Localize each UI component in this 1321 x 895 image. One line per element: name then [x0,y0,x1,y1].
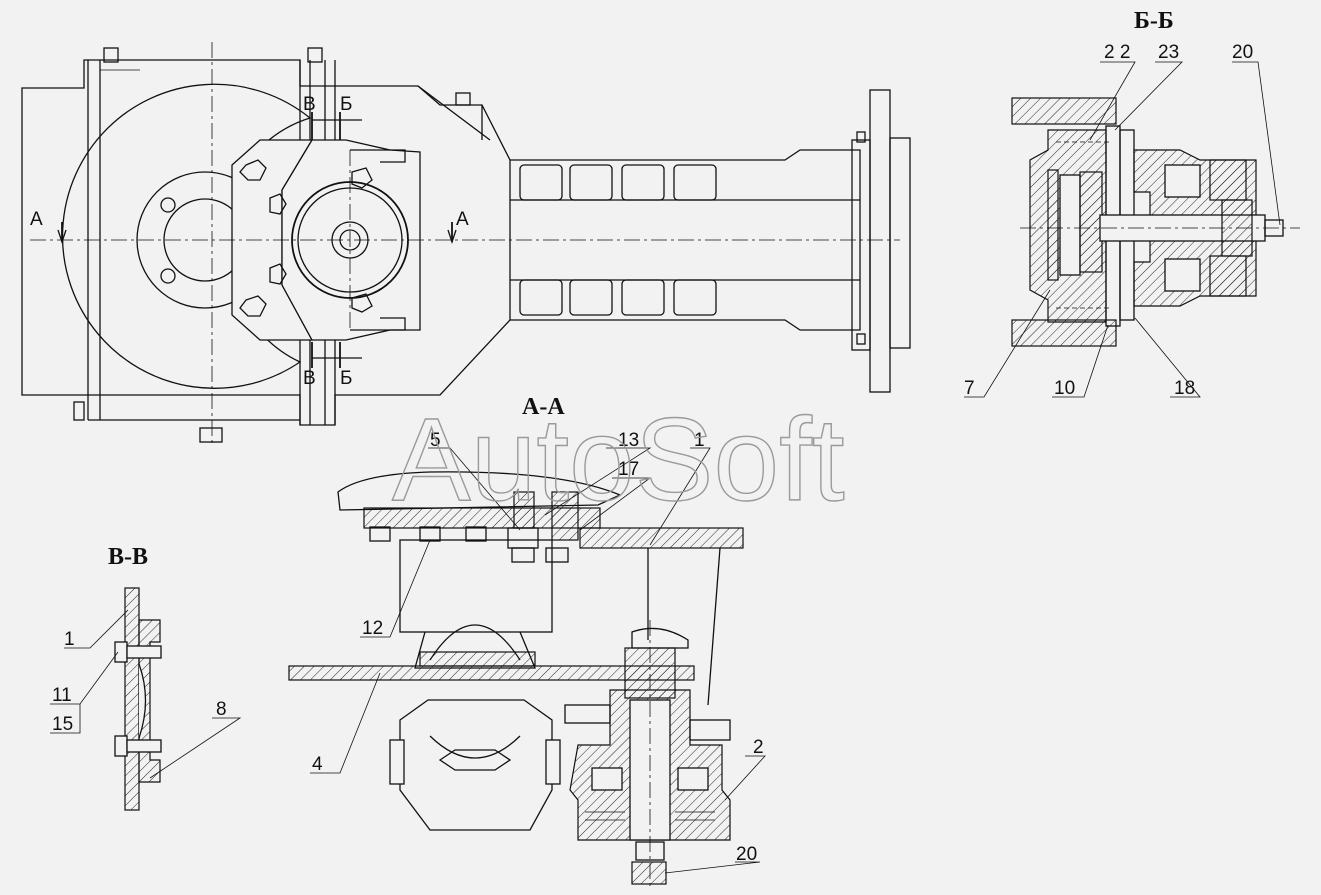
callout-vv-11: 11 [52,685,72,706]
callout-aa-2: 2 [753,737,764,758]
section-title-a: А-А [522,394,565,420]
section-bb-view [1011,97,1300,347]
callout-aa-4: 4 [312,754,323,775]
callout-aa-13: 13 [618,430,639,451]
callout-bb-10: 10 [1054,378,1075,399]
callout-vv-8: 8 [216,699,227,720]
callout-bb-20: 20 [1232,42,1253,63]
cut-mark-b-bottom: Б [340,368,352,389]
callout-aa-17: 17 [618,459,639,480]
callout-aa-20: 20 [736,844,757,865]
section-title-v: В-В [108,544,148,570]
section-title-b: Б-Б [1134,8,1174,34]
cut-mark-a-right: А [456,209,469,230]
callout-aa-1: 1 [694,430,705,451]
section-aa-view [288,471,744,890]
callout-bb-23: 23 [1158,42,1179,63]
callout-vv-15: 15 [52,714,73,735]
cut-mark-a-left: А [30,209,43,230]
callout-aa-12: 12 [362,618,383,639]
section-vv-view [114,587,162,811]
main-view [21,42,911,445]
callout-bb-7: 7 [964,378,975,399]
callout-vv-1: 1 [64,629,75,650]
cut-mark-b-top: Б [340,94,352,115]
watermark: AutoSoft [392,394,845,526]
cut-mark-v-top: В [303,94,316,115]
callout-aa-5: 5 [430,430,441,451]
callout-bb-18: 18 [1174,378,1195,399]
cut-mark-v-bottom: В [303,368,316,389]
leader-lines [50,61,1281,874]
callout-bb-22: 2 2 [1104,42,1130,63]
